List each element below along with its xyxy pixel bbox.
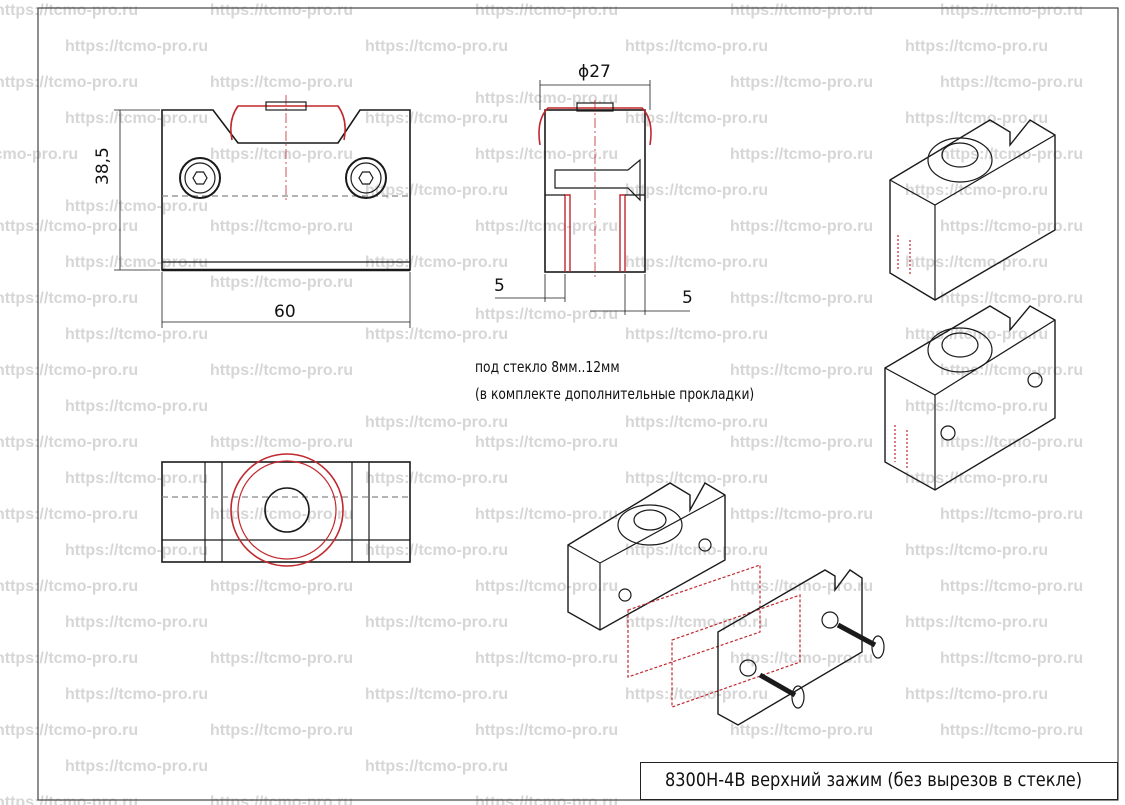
diameter-dimension: ϕ27 xyxy=(578,62,611,82)
spacers-note: (в комплекте дополнительные прокладки) xyxy=(475,385,755,403)
gap-right-dimension: 5 xyxy=(682,288,693,308)
glass-thickness-note: под стекло 8мм..12мм xyxy=(475,358,620,376)
top-view xyxy=(161,453,411,567)
side-view xyxy=(495,80,690,315)
iso-view-2 xyxy=(884,305,1056,491)
front-view xyxy=(114,95,411,328)
iso-view-exploded xyxy=(567,482,885,726)
title-block: 8300H-4B верхний зажим (без вырезов в ст… xyxy=(640,762,1118,800)
height-dimension: 38,5 xyxy=(93,147,113,185)
title-text: 8300H-4B верхний зажим (без вырезов в ст… xyxy=(665,769,1083,791)
gap-left-dimension: 5 xyxy=(494,276,505,296)
sheet-frame xyxy=(37,7,1119,801)
width-dimension: 60 xyxy=(274,302,296,322)
iso-view-1 xyxy=(889,119,1056,301)
